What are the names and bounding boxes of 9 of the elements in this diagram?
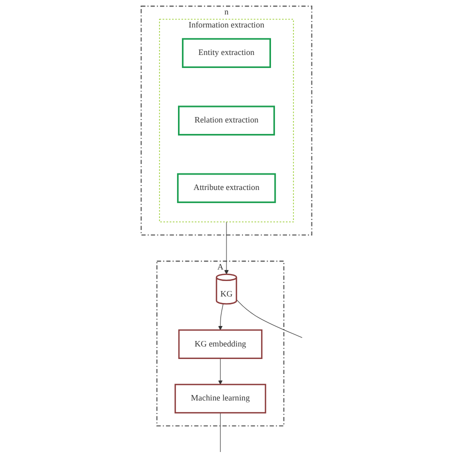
node-box: KG embedding xyxy=(178,329,262,359)
arrow xyxy=(224,222,228,274)
node-box: Attribute extraction xyxy=(176,173,276,204)
node-box: Machine learning xyxy=(174,384,266,414)
arrow xyxy=(218,358,222,385)
arrow xyxy=(218,303,224,330)
node-box: Relation extraction xyxy=(178,106,275,136)
node-box: Entity extraction xyxy=(182,38,271,68)
connector xyxy=(236,299,302,338)
